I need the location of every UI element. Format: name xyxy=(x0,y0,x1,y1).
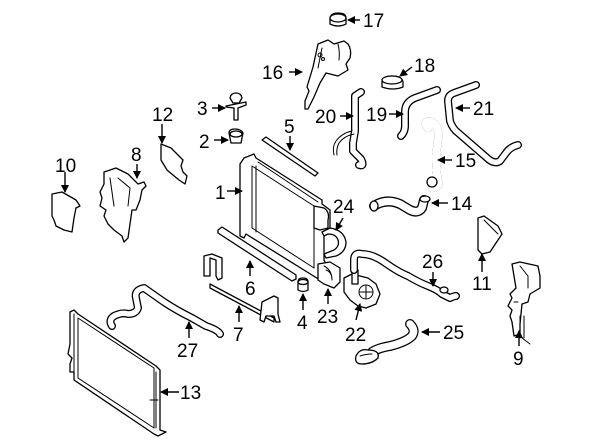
callout-15: 15 xyxy=(455,151,476,172)
callout-7: 7 xyxy=(233,325,244,346)
callout-20: 20 xyxy=(315,107,336,128)
part-27-coolant-pipe xyxy=(106,284,224,338)
callout-27: 27 xyxy=(177,341,198,362)
part-15-hose xyxy=(421,117,443,192)
callout-5: 5 xyxy=(284,117,295,138)
callout-16: 16 xyxy=(262,63,283,84)
part-25-hose xyxy=(354,319,419,365)
callout-labels: 17 16 18 20 19 21 15 14 3 2 5 12 8 10 1 … xyxy=(55,11,524,404)
callout-23: 23 xyxy=(317,307,338,328)
part-6-seal-strip xyxy=(217,226,297,282)
part-9-bracket xyxy=(507,261,541,345)
callout-8: 8 xyxy=(131,145,142,166)
callout-1: 1 xyxy=(215,183,226,204)
callout-21: 21 xyxy=(473,99,494,120)
part-20-branch-hose xyxy=(332,88,367,170)
callout-26: 26 xyxy=(422,252,443,273)
part-18-filler-cap xyxy=(381,75,404,90)
part-1-radiator xyxy=(239,153,331,281)
callout-6: 6 xyxy=(245,279,256,300)
leader-lines xyxy=(61,16,523,396)
part-3-bleeder-screw xyxy=(225,92,247,121)
part-11-bracket xyxy=(477,215,503,255)
part-10-deflector xyxy=(51,191,81,233)
callout-24: 24 xyxy=(333,197,355,218)
callout-19: 19 xyxy=(366,105,387,126)
callout-18: 18 xyxy=(414,56,435,77)
part-23-holder xyxy=(317,261,341,289)
part-16-expansion-tank xyxy=(304,39,352,110)
part-5-seal-strip xyxy=(261,136,319,177)
part-26-coolant-hose xyxy=(350,249,460,302)
part-14-hose xyxy=(369,195,431,217)
callout-12: 12 xyxy=(152,105,173,126)
part-19-hose xyxy=(397,86,441,140)
part-7-bracket xyxy=(203,253,281,323)
part-22-water-pump xyxy=(343,269,381,309)
part-13-condenser xyxy=(67,309,167,437)
callout-4: 4 xyxy=(297,313,308,334)
part-12-air-guide xyxy=(160,143,188,185)
callout-9: 9 xyxy=(513,349,524,370)
callout-10: 10 xyxy=(55,156,76,177)
callout-11: 11 xyxy=(472,274,492,295)
part-21-coolant-pipe xyxy=(444,81,522,167)
part-8-air-duct xyxy=(99,167,147,243)
callout-22: 22 xyxy=(345,325,366,346)
part-2-grommet xyxy=(228,128,244,144)
callout-17: 17 xyxy=(363,11,384,32)
part-24-hose-clamp xyxy=(321,227,347,259)
part-17-reservoir-cap xyxy=(329,12,347,27)
callout-2: 2 xyxy=(199,132,210,153)
callout-25: 25 xyxy=(443,323,464,344)
callout-13: 13 xyxy=(180,383,201,404)
part-4-bushing xyxy=(297,277,309,293)
callout-14: 14 xyxy=(451,194,473,215)
callout-3: 3 xyxy=(197,99,208,120)
